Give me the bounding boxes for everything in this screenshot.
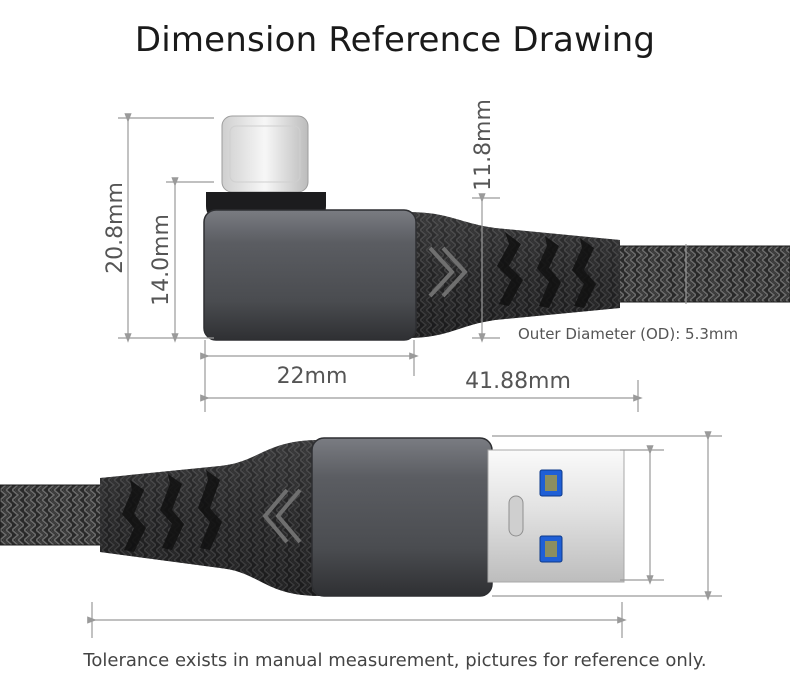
usba-connector	[0, 437, 625, 597]
dim-label-typec-tip-height: 11.8mm	[471, 99, 496, 191]
dim-label-typec-total-height: 20.8mm	[103, 182, 128, 274]
usba-center-slot	[508, 495, 524, 537]
dim-label-typec-housing-height: 14.0mm	[149, 214, 174, 306]
typec-connector	[203, 115, 790, 341]
usba-cable-braid	[0, 485, 110, 545]
dim-label-outer-diameter: Outer Diameter (OD): 5.3mm	[518, 325, 738, 343]
usba-housing	[312, 438, 492, 596]
typec-housing	[204, 210, 416, 340]
disclaimer-footer: Tolerance exists in manual measurement, …	[83, 650, 707, 671]
typec-tip	[221, 115, 309, 193]
dimension-lines	[87, 113, 722, 638]
typec-cable-braid	[610, 246, 790, 302]
dim-label-typec-housing-length: 22mm	[277, 364, 348, 389]
page-title: Dimension Reference Drawing	[134, 20, 656, 60]
dim-label-typec-total-length: 41.88mm	[465, 369, 571, 394]
